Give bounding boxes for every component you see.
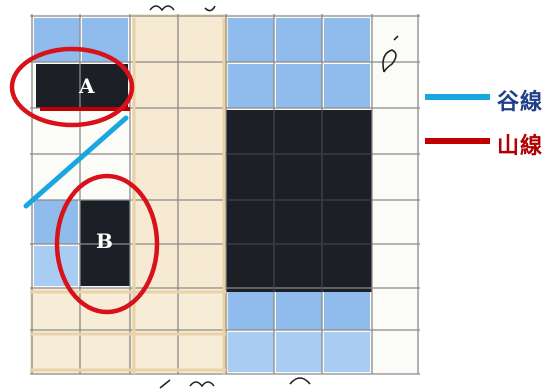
- circle-b: [54, 173, 160, 315]
- tan-borders: [30, 18, 226, 374]
- circle-a: [9, 46, 135, 128]
- black-block-center: [226, 110, 372, 292]
- black-block-a: [36, 64, 128, 108]
- legend-mountain-label: 山線: [497, 133, 544, 159]
- label-b: B: [96, 229, 114, 253]
- valley-fold-line: [23, 115, 129, 209]
- black-block-b: [80, 200, 130, 286]
- blue-cells-top-right: [228, 18, 370, 108]
- tan-band-bottom: [30, 288, 226, 374]
- black-block-grid: [226, 110, 372, 292]
- blue-cells-bottom-right: [228, 290, 370, 372]
- handwritten-marks: [149, 5, 399, 389]
- blue-cells-left-middle: [34, 200, 78, 286]
- legend-valley-label: 谷線: [497, 89, 544, 115]
- label-a: A: [79, 74, 96, 98]
